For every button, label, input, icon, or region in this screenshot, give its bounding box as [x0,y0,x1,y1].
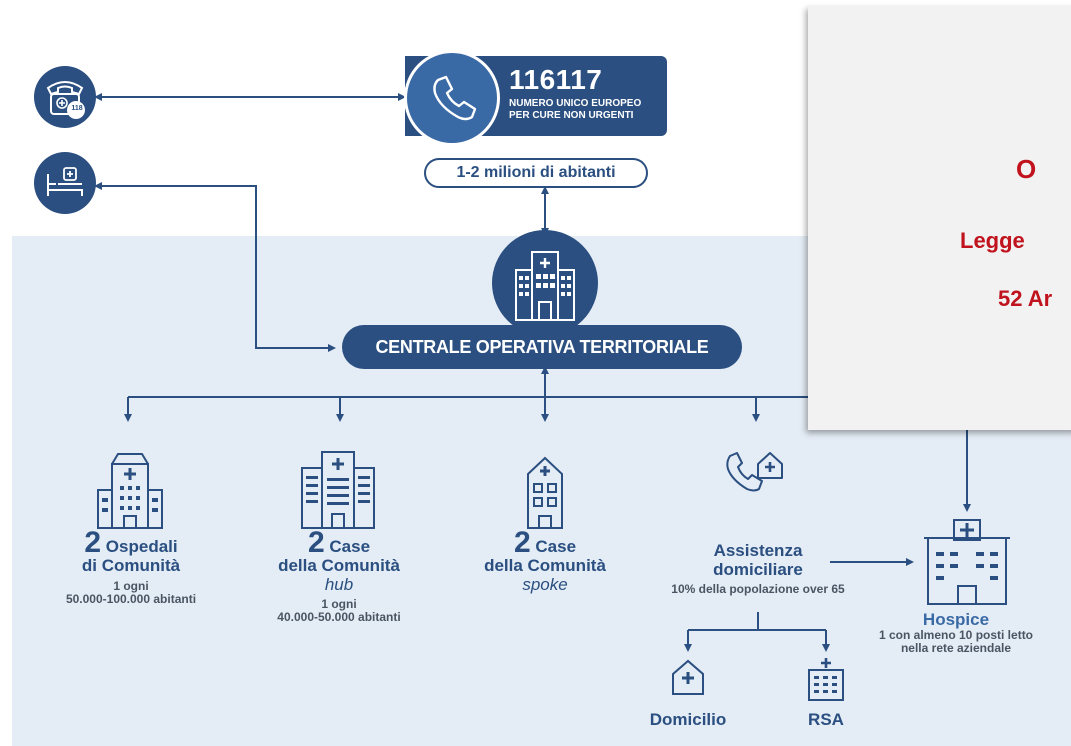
overlay-text-panel: O Legge 52 Ar [808,6,1071,430]
domicilio-name: Domicilio [649,710,727,729]
hospital-bed-icon [34,152,96,214]
node-hospice: Hospice 1 con almeno 10 posti letto nell… [856,610,1056,655]
hospice-note2: nella rete aziendale [900,641,1012,655]
assistenza-line2: domiciliare [713,560,803,579]
node-case-comunita-hub: 2 Case della Comunità hub 1 ogni 40.000-… [244,528,434,624]
overlay-line-1: O [1016,154,1037,184]
ospedali-name: Ospedali [105,537,178,556]
hub-line3: hub [324,575,354,594]
node-case-comunita-spoke: 2 Case della Comunità spoke [450,528,640,595]
node-assistenza-domiciliare: Assistenza domiciliare 10% della popolaz… [640,541,876,596]
phone-number: 116117 [509,64,603,95]
overlay-line-3: 52 Ar [998,286,1053,311]
phone-icon [404,50,500,146]
community-hospital-icon [97,453,163,529]
node-ospedali-comunita: 2 Ospedali di Comunità 1 ogni 50.000-100… [38,528,224,606]
ospedali-line2: di Comunità [81,556,181,575]
home-care-phone-icon [726,452,783,492]
population-pill: 1-2 milioni di abitanti [424,158,648,188]
spoke-count: 2 [513,526,531,559]
rsa-building-icon [808,658,844,701]
spoke-title: 2 Case [450,528,640,558]
assistenza-line1: Assistenza [713,541,803,560]
ospedali-note1: 1 ogni [113,579,149,593]
community-house-spoke-icon [527,456,563,529]
hub-title: 2 Case [244,528,434,558]
assistenza-note: 10% della popolazione over 65 [671,582,845,596]
hospice-icon [924,519,1010,605]
ospedali-note2: 50.000-100.000 abitanti [65,592,197,606]
hub-name: Case [329,537,371,556]
hub-note1: 1 ogni [321,597,357,611]
rsa-name: RSA [808,710,844,729]
central-operations-box: CENTRALE OPERATIVA TERRITORIALE [342,325,742,369]
node-domicilio: Domicilio [628,710,748,729]
emergency-phone-icon: 118 [34,66,96,128]
hub-count: 2 [307,526,325,559]
hub-line2: della Comunità [278,556,400,575]
hospice-name: Hospice [922,610,990,629]
home-icon [672,659,704,695]
community-house-hub-icon [301,451,375,529]
hub-note2: 40.000-50.000 abitanti [277,610,401,624]
spoke-line3: spoke [522,575,568,594]
central-building-icon [492,230,598,336]
ospedali-count: 2 [84,526,102,559]
node-rsa: RSA [776,710,876,729]
spoke-name: Case [535,537,577,556]
emergency-number-label: 118 [71,105,83,112]
spoke-line2: della Comunità [484,556,606,575]
ospedali-title: 2 Ospedali [38,528,224,558]
phone-description: NUMERO UNICO EUROPEO PER CURE NON URGENT… [509,98,642,121]
overlay-line-2: Legge [960,228,1025,253]
hospice-note1: 1 con almeno 10 posti letto [878,628,1034,642]
